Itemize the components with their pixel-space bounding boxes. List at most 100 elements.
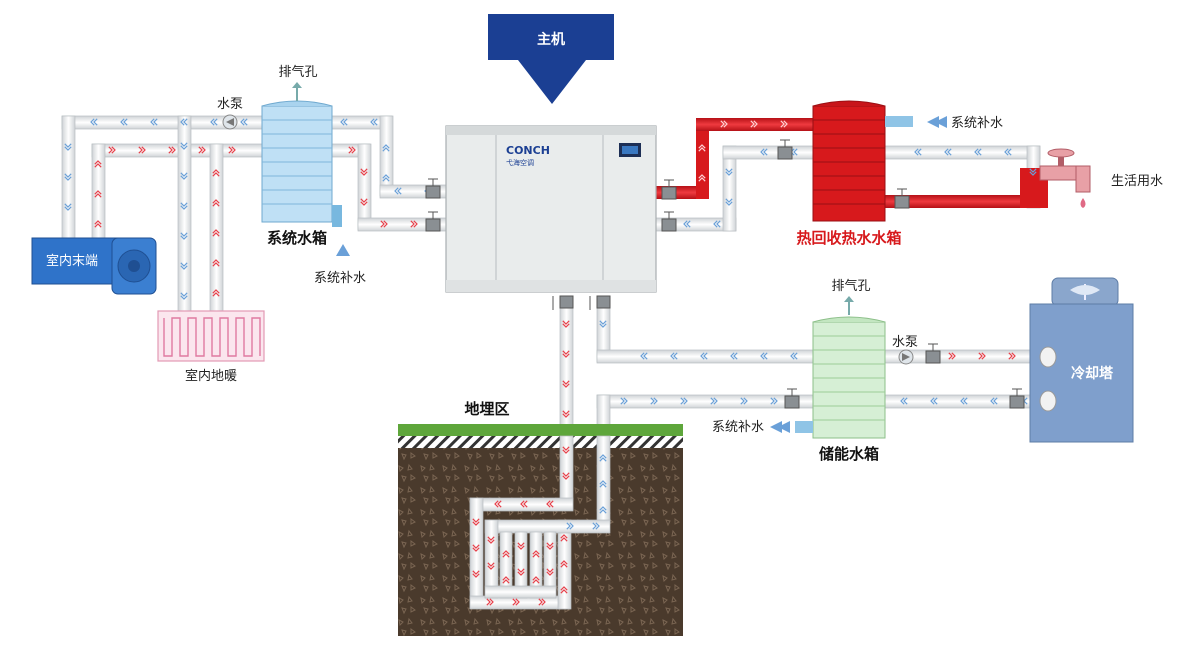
flow-chevron bbox=[94, 160, 102, 168]
flow-chevron bbox=[138, 146, 146, 154]
flow-chevron bbox=[1008, 352, 1016, 360]
flow-chevron bbox=[212, 169, 220, 177]
flow-chevron bbox=[760, 148, 768, 156]
flow-chevron bbox=[978, 352, 986, 360]
flow-chevron bbox=[212, 259, 220, 267]
heat-recovery-tank-label: 热回收热水水箱 bbox=[796, 229, 901, 247]
indoor-terminal: 室内末端 bbox=[31, 237, 157, 295]
flow-chevron bbox=[502, 576, 510, 584]
flow-chevron bbox=[562, 380, 570, 388]
flow-chevron bbox=[750, 120, 758, 128]
flow-chevron bbox=[562, 410, 570, 418]
flow-chevron bbox=[394, 187, 402, 195]
vent-hole-left-label: 排气孔 bbox=[278, 64, 317, 80]
flow-chevron bbox=[348, 146, 356, 154]
flow-chevron bbox=[180, 118, 188, 126]
flow-chevron bbox=[512, 598, 520, 606]
flow-chevron bbox=[914, 148, 922, 156]
main-unit: CONCH 弋海空调 bbox=[445, 125, 657, 293]
flow-chevron bbox=[730, 352, 738, 360]
flow-chevron bbox=[494, 500, 502, 508]
flow-chevron bbox=[620, 397, 628, 405]
flow-chevron bbox=[520, 500, 528, 508]
flow-chevron bbox=[720, 120, 728, 128]
flow-chevron bbox=[212, 289, 220, 297]
vent-icon bbox=[292, 82, 302, 101]
flow-chevron bbox=[599, 320, 607, 328]
flow-chevron bbox=[790, 352, 798, 360]
flow-chevron bbox=[713, 220, 721, 228]
flow-chevron bbox=[486, 598, 494, 606]
flow-chevron bbox=[560, 560, 568, 568]
domestic-water-label: 生活用水 bbox=[1111, 174, 1163, 189]
flow-chevron bbox=[640, 352, 648, 360]
flow-chevron bbox=[180, 232, 188, 240]
flow-chevron bbox=[599, 480, 607, 488]
storage-tank-label: 储能水箱 bbox=[819, 445, 879, 463]
flow-chevron bbox=[198, 146, 206, 154]
flow-chevron bbox=[560, 534, 568, 542]
makeup-arrow-icon bbox=[935, 116, 947, 128]
flow-chevron bbox=[599, 454, 607, 462]
makeup-right-top-label: 系统补水 bbox=[951, 116, 1003, 131]
flow-chevron bbox=[472, 544, 480, 552]
flow-chevron bbox=[650, 397, 658, 405]
flow-chevron bbox=[180, 262, 188, 270]
flow-chevron bbox=[180, 202, 188, 210]
pump-right-label: 水泵 bbox=[892, 335, 918, 350]
flow-chevron bbox=[562, 320, 570, 328]
pump-left-label: 水泵 bbox=[217, 97, 243, 112]
makeup-arrow-icon bbox=[778, 421, 790, 433]
vent-icon bbox=[844, 296, 854, 315]
storage-tank bbox=[795, 316, 886, 439]
buried-zone-label: 地埋区 bbox=[464, 400, 509, 418]
flow-chevron bbox=[370, 118, 378, 126]
flow-chevron bbox=[990, 397, 998, 405]
flow-chevron bbox=[502, 550, 510, 558]
flow-chevron bbox=[487, 536, 495, 544]
flow-chevron bbox=[725, 168, 733, 176]
flow-chevron bbox=[546, 568, 554, 576]
flow-chevron bbox=[228, 146, 236, 154]
flow-chevron bbox=[64, 203, 72, 211]
flow-chevron bbox=[90, 118, 98, 126]
flow-chevron bbox=[382, 174, 390, 182]
flow-chevron bbox=[517, 568, 525, 576]
flow-chevron bbox=[562, 350, 570, 358]
flow-chevron bbox=[592, 522, 600, 530]
flow-chevron bbox=[710, 397, 718, 405]
flow-chevron bbox=[120, 118, 128, 126]
flow-arrows bbox=[64, 118, 1037, 418]
flow-chevron bbox=[487, 562, 495, 570]
flow-chevron bbox=[94, 190, 102, 198]
flow-chevron bbox=[698, 144, 706, 152]
ground-loop bbox=[469, 435, 611, 610]
flow-chevron bbox=[382, 144, 390, 152]
system-tank-label: 系统水箱 bbox=[267, 229, 327, 247]
flow-chevron bbox=[108, 146, 116, 154]
flow-chevron bbox=[562, 472, 570, 480]
pump-icon bbox=[898, 349, 914, 365]
flow-chevron bbox=[212, 199, 220, 207]
flow-chevron bbox=[472, 570, 480, 578]
flow-chevron bbox=[517, 542, 525, 550]
flow-chevron bbox=[532, 576, 540, 584]
flow-chevron bbox=[64, 173, 72, 181]
flow-chevron bbox=[683, 220, 691, 228]
flow-chevron bbox=[546, 500, 554, 508]
flow-chevron bbox=[168, 146, 176, 154]
vent-hole-right-label: 排气孔 bbox=[831, 278, 870, 294]
flow-chevron bbox=[64, 143, 72, 151]
flow-chevron bbox=[180, 172, 188, 180]
faucet-icon bbox=[1039, 148, 1091, 208]
flow-chevron bbox=[780, 120, 788, 128]
flow-chevron bbox=[1029, 168, 1037, 176]
flow-chevron bbox=[670, 352, 678, 360]
flow-chevron bbox=[240, 118, 248, 126]
flow-chevron bbox=[546, 542, 554, 550]
flow-chevron bbox=[380, 220, 388, 228]
flow-chevron bbox=[960, 397, 968, 405]
main-unit-label: 主机 bbox=[537, 31, 565, 48]
flow-chevron bbox=[210, 118, 218, 126]
